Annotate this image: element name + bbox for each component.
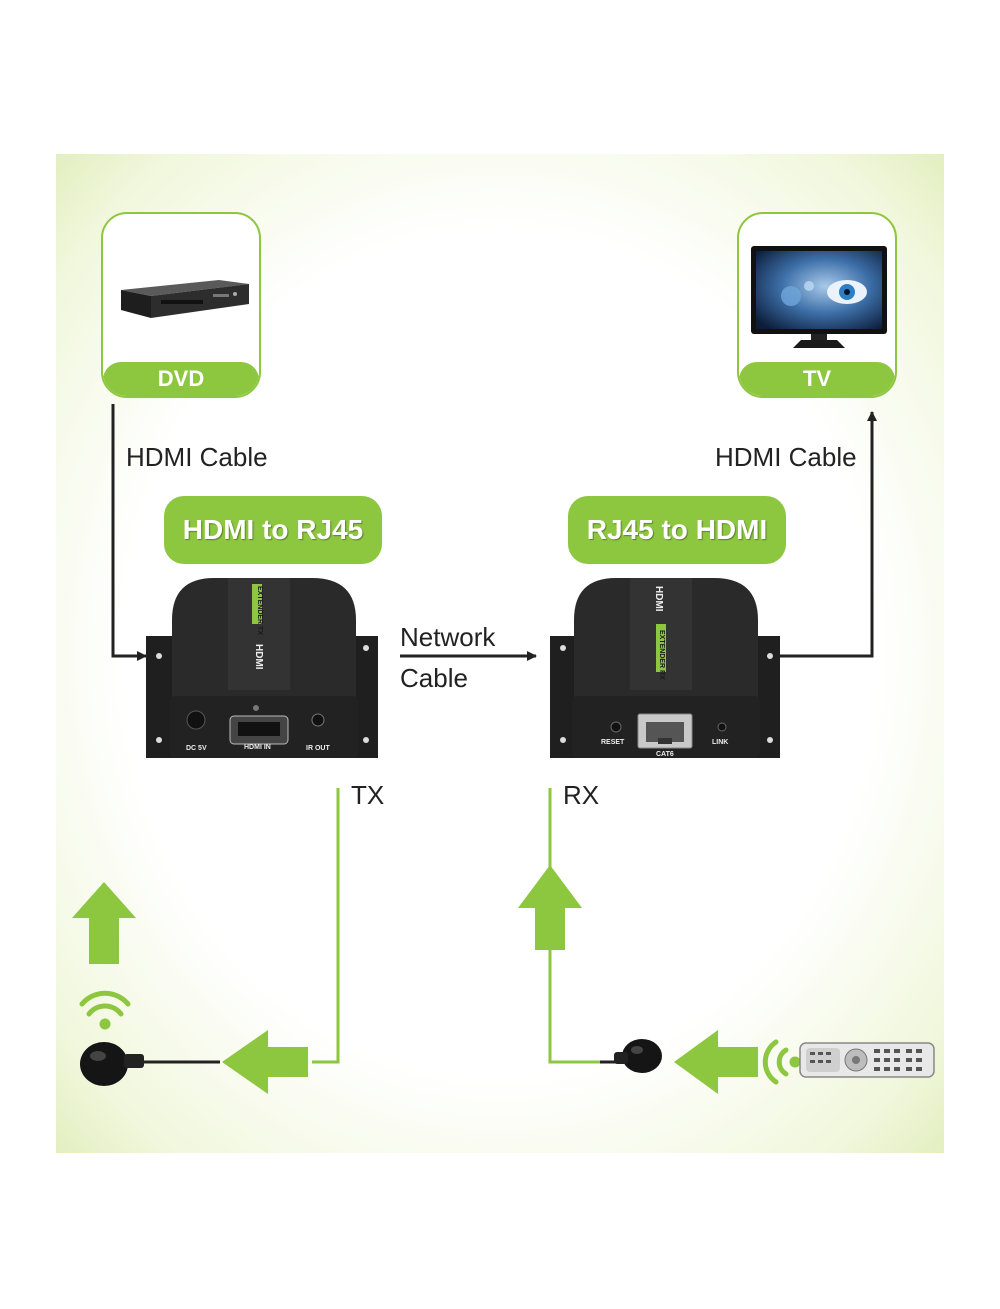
dvd-card: DVD [101,212,261,398]
tx-ir-cable [312,788,340,1064]
tv-label: TV [739,362,895,396]
dvd-label: DVD [103,362,259,396]
ir-emitter-icon [80,1042,144,1086]
tv-image [751,246,887,348]
dvd-to-tx-cable [111,404,147,661]
network-cable-label-line1: Network [400,622,496,652]
rx-port-reset: RESET [601,739,625,746]
tx-top-text: EXTENDER TX [256,586,263,635]
rx-port-cat6: CAT6 [656,751,674,758]
tx-port-ir: IR OUT [306,745,330,752]
tx-ir-arrow-left [222,1030,308,1094]
left-hdmi-cable-label: HDMI Cable [126,442,268,472]
rx-label: RX [563,780,600,810]
tx-ir-up-arrow [72,882,136,964]
rx-brand: HDMI [653,586,664,612]
remote-signal-waves [762,1039,801,1085]
remote-control-icon [799,1042,935,1078]
tx-label: TX [351,780,385,810]
ir-receiver-icon [600,1039,662,1073]
tx-port-dc: DC 5V [186,745,207,752]
rx-port-link: LINK [712,739,728,746]
receiver-title: RJ45 to HDMI [568,496,786,564]
dvd-player-image [121,280,249,318]
rx-to-tv-cable [770,411,877,658]
tx-brand: HDMI [253,644,264,670]
receiver-device [550,578,780,758]
rx-top-text: EXTENDER RX [658,630,665,680]
rx-ir-up-arrow [518,865,582,950]
tv-card: TV [737,212,897,398]
rx-ir-arrow-left [674,1030,758,1094]
transmitter-device [146,578,378,758]
tx-port-hdmi: HDMI IN [244,744,271,751]
network-cable-label-line2: Cable [400,663,468,693]
transmitter-title: HDMI to RJ45 [164,496,382,564]
right-hdmi-cable-label: HDMI Cable [715,442,857,472]
ir-signal-waves [79,990,131,1030]
